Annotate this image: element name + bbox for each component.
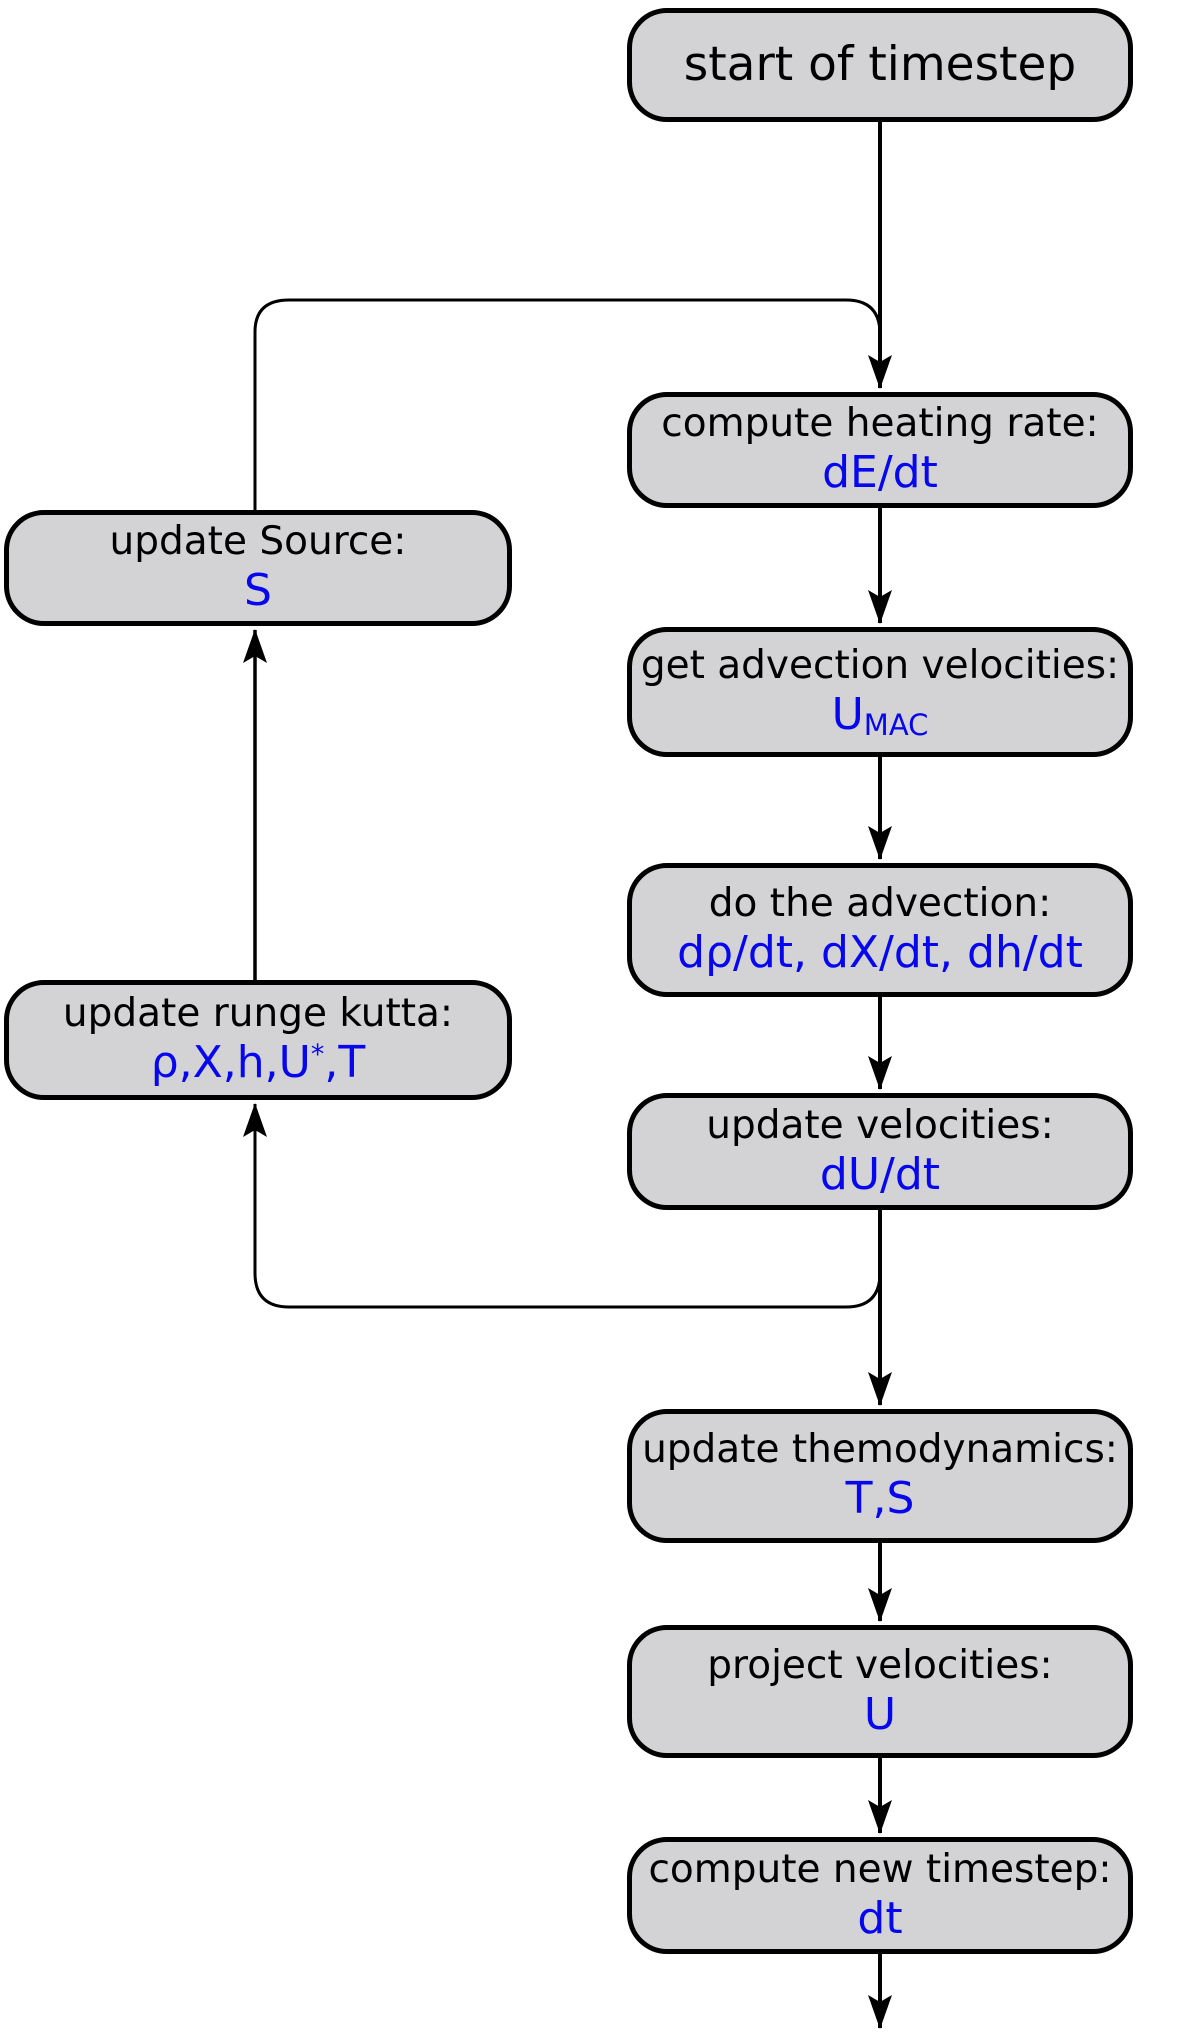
node-formula: dU/dt — [819, 1148, 941, 1200]
node-label: update themodynamics: — [642, 1427, 1118, 1473]
node-project-velocities: project velocities: U — [627, 1625, 1133, 1758]
edge-loop-update-source-to-compute-heating — [253, 298, 882, 510]
node-formula: dρ/dt, dX/dt, dh/dt — [677, 927, 1083, 979]
node-update-source: update Source: S — [4, 510, 512, 626]
formula-tail: ,T — [324, 1037, 366, 1089]
node-label: update velocities: — [706, 1102, 1054, 1148]
node-label: get advection velocities: — [640, 643, 1120, 689]
node-label: compute heating rate: — [661, 401, 1099, 447]
node-formula: U — [863, 1688, 897, 1740]
formula-subscript: MAC — [863, 707, 929, 742]
node-do-the-advection: do the advection: dρ/dt, dX/dt, dh/dt — [627, 863, 1133, 997]
node-get-advection-velocities: get advection velocities: UMAC — [627, 627, 1133, 757]
node-update-thermodynamics: update themodynamics: T,S — [627, 1409, 1133, 1543]
node-label: update Source: — [109, 519, 407, 565]
node-start-of-timestep: start of timestep — [627, 8, 1133, 122]
formula-main: U — [831, 689, 864, 741]
node-compute-heating-rate: compute heating rate: dE/dt — [627, 392, 1133, 508]
node-label: update runge kutta: — [62, 991, 454, 1037]
node-update-runge-kutta: update runge kutta: ρ,X,h,U*,T — [4, 980, 512, 1100]
node-formula: ρ,X,h,U*,T — [151, 1040, 366, 1086]
node-label: start of timestep — [683, 37, 1077, 93]
node-formula: T,S — [845, 1473, 915, 1525]
node-label: do the advection: — [708, 881, 1052, 927]
node-formula: UMAC — [831, 689, 929, 741]
node-compute-new-timestep: compute new timestep: dt — [627, 1837, 1133, 1954]
formula-superscript: * — [310, 1038, 325, 1070]
node-label: compute new timestep: — [648, 1846, 1112, 1892]
node-update-velocities: update velocities: dU/dt — [627, 1093, 1133, 1210]
formula-main: ρ,X,h,U — [150, 1037, 311, 1089]
node-label: project velocities: — [707, 1642, 1053, 1688]
node-formula: S — [244, 565, 272, 617]
node-formula: dt — [857, 1892, 903, 1944]
node-formula: dE/dt — [822, 447, 938, 499]
edge-loop-update-velocities-to-runge-kutta — [243, 1103, 882, 1309]
